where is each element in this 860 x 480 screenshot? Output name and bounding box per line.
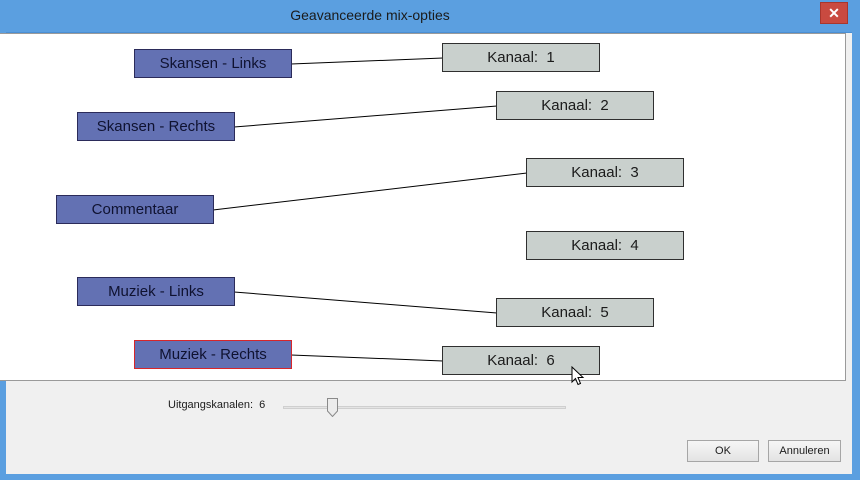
- channel-5[interactable]: Kanaal: 5: [496, 298, 654, 327]
- output-channels-label: Uitgangskanalen: 6: [168, 399, 265, 411]
- close-icon: ✕: [828, 5, 840, 21]
- output-channels-slider-thumb[interactable]: [327, 398, 338, 417]
- title-bar: Geavanceerde mix-opties ✕: [0, 0, 860, 33]
- window-frame-bottom: [0, 474, 860, 480]
- channel-2[interactable]: Kanaal: 2: [496, 91, 654, 120]
- window-title: Geavanceerde mix-opties: [290, 7, 450, 23]
- source-commentaar[interactable]: Commentaar: [56, 195, 214, 224]
- output-channels-slider-track[interactable]: [283, 406, 566, 409]
- cancel-button[interactable]: Annuleren: [768, 440, 841, 462]
- channel-4[interactable]: Kanaal: 4: [526, 231, 684, 260]
- close-button[interactable]: ✕: [820, 2, 848, 24]
- output-channels-value: 6: [259, 399, 266, 411]
- channel-1[interactable]: Kanaal: 1: [442, 43, 600, 72]
- source-muziek-links[interactable]: Muziek - Links: [77, 277, 235, 306]
- source-muziek-rechts[interactable]: Muziek - Rechts: [134, 340, 292, 369]
- ok-button[interactable]: OK: [687, 440, 759, 462]
- channel-3[interactable]: Kanaal: 3: [526, 158, 684, 187]
- source-skansen-links[interactable]: Skansen - Links: [134, 49, 292, 78]
- window-frame-right: [852, 32, 860, 480]
- mouse-cursor-icon: [571, 366, 585, 386]
- output-channels-text: Uitgangskanalen:: [168, 399, 254, 411]
- source-skansen-rechts[interactable]: Skansen - Rechts: [77, 112, 235, 141]
